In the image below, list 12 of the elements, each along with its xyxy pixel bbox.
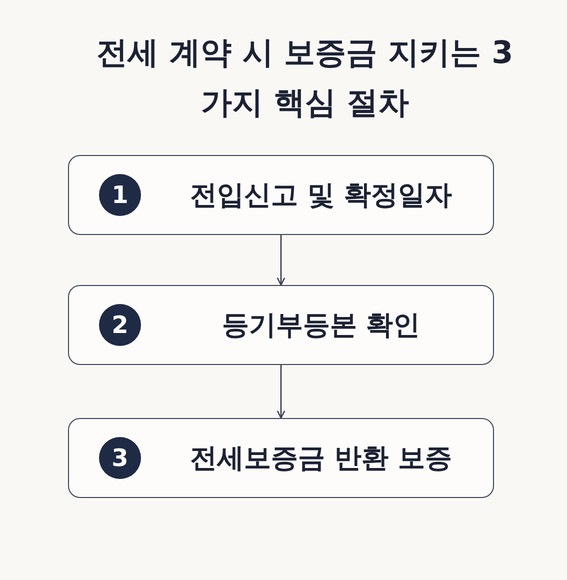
step-number: 1 — [99, 174, 141, 216]
step-label: 등기부등본 확인 — [220, 309, 422, 343]
step-box — [68, 418, 494, 498]
arrow — [276, 365, 286, 419]
step-label: 전세보증금 반환 보증 — [189, 442, 453, 476]
step-label: 전입신고 및 확정일자 — [189, 179, 453, 213]
step-box — [68, 285, 494, 365]
title: 전세 계약 시 보증금 지키는 3 가지 핵심 절차 — [96, 34, 514, 123]
step-box — [68, 155, 494, 235]
step-number: 2 — [99, 304, 141, 346]
arrow — [276, 235, 286, 286]
step-number: 3 — [99, 437, 141, 479]
